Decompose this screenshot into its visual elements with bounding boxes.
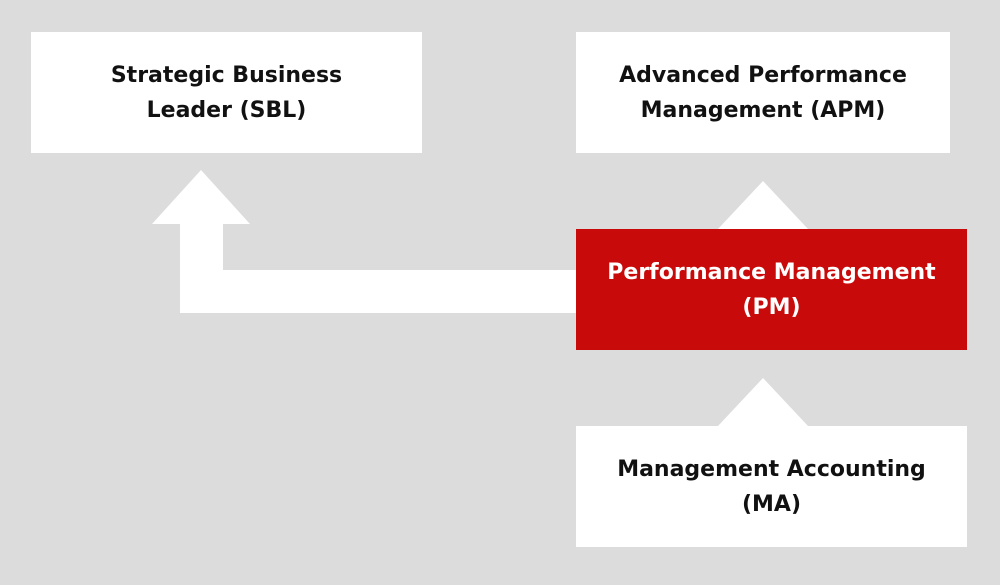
node-apm: Advanced Performance Management (APM) [576,32,950,153]
arrow-pm-to-sbl [152,170,576,313]
node-ma-label: Management Accounting (MA) [617,456,926,517]
node-sbl: Strategic Business Leader (SBL) [31,32,422,153]
arrow-ma-to-pm-head [718,378,808,426]
arrow-pm-to-apm-head [718,181,808,229]
node-apm-label: Advanced Performance Management (APM) [619,62,907,123]
node-pm-label: Performance Management (PM) [607,259,936,320]
node-ma: Management Accounting (MA) [576,426,967,547]
arrow-pm-to-sbl-vertical [180,224,223,313]
node-sbl-label: Strategic Business Leader (SBL) [110,62,343,123]
arrow-pm-to-sbl-head [152,170,250,224]
node-pm: Performance Management (PM) [576,229,967,350]
arrow-pm-to-sbl-horizontal [180,270,576,313]
